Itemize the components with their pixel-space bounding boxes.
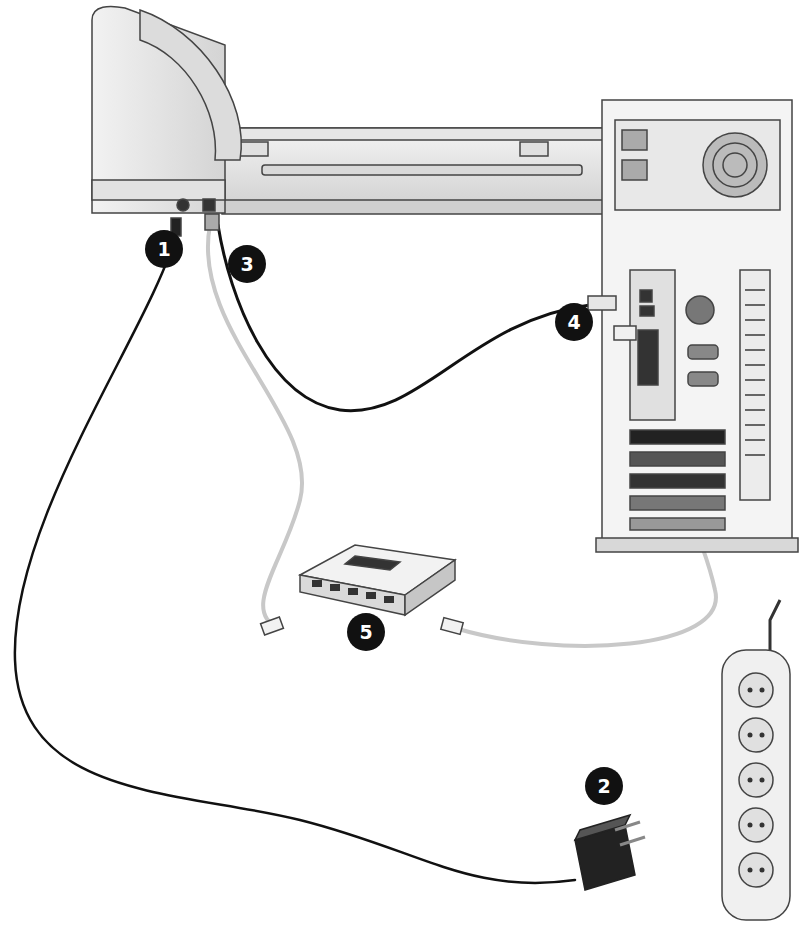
scanner xyxy=(92,6,642,236)
power-strip xyxy=(722,600,790,920)
computer-tower xyxy=(588,100,798,552)
power-adapter xyxy=(575,815,645,890)
callout-number: 2 xyxy=(585,767,623,805)
callout-number: 4 xyxy=(555,303,593,341)
callout-number: 3 xyxy=(228,245,266,283)
callout-number: 1 xyxy=(145,230,183,268)
callout-number: 5 xyxy=(347,613,385,651)
